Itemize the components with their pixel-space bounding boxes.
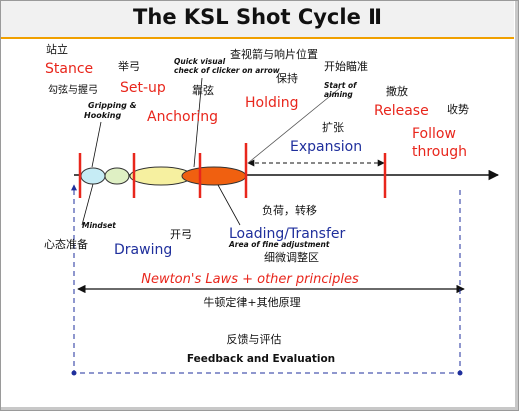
holding-label: Holding: [245, 95, 299, 111]
expansion-label: Expansion: [290, 139, 362, 155]
aiming-pointer-line: [247, 87, 341, 164]
check-cn-label: 查视箭与响片位置: [230, 47, 318, 61]
setup-cn-label: 举弓: [118, 59, 140, 73]
mindset-ellipse: [80, 167, 106, 185]
check-label-line1: Quick visual: [174, 57, 226, 66]
follow-label-line1: Follow: [412, 126, 456, 142]
grip-label-line1: Gripping &: [88, 101, 137, 110]
stance-cn-label: 站立: [46, 42, 68, 56]
expansion-cn-label: 扩张: [322, 120, 344, 134]
grip-label-line2: Hooking: [84, 111, 121, 120]
anchoring-label: Anchoring: [147, 109, 218, 125]
page-title: The KSL Shot Cycle Ⅱ: [133, 5, 382, 29]
follow-label-line2: through: [412, 144, 467, 160]
loading-cn-label: 负荷，转移: [262, 203, 317, 217]
feedback-loop-dot: [457, 370, 463, 376]
loading-pointer: [217, 184, 241, 226]
follow-cn-label: 收势: [447, 102, 469, 116]
aim-label-line2: aiming: [324, 90, 353, 99]
loading-ellipse: [181, 166, 247, 186]
aim-cn-label: 开始瞄准: [324, 59, 368, 73]
holding-cn-label: 保持: [276, 71, 298, 85]
check-label-line2: check of clicker on arrow: [174, 66, 280, 75]
setup-label: Set-up: [120, 80, 166, 96]
fine-adjustment-label: Area of fine adjustment: [228, 240, 330, 249]
release-cn-label: 撒放: [386, 84, 408, 98]
mindset-pointer: [81, 183, 94, 226]
anchoring-cn-label: 靠弦: [192, 83, 214, 97]
release-label: Release: [374, 103, 429, 119]
laws-label: Newton's Laws + other principles: [141, 272, 359, 287]
check-pointer: [193, 77, 203, 168]
feedback-label: Feedback and Evaluation: [187, 353, 335, 365]
loading-label: Loading/Transfer: [229, 226, 345, 242]
stance-label: Stance: [45, 61, 93, 77]
aim-label-line1: Start of: [324, 81, 358, 90]
setup-ellipse: [104, 167, 130, 185]
grip-pointer: [91, 121, 102, 168]
title-band: The KSL Shot Cycle Ⅱ: [1, 1, 514, 39]
feedback-loop-line: [71, 184, 461, 374]
fine-adjustment-cn-label: 细微调整区: [264, 250, 319, 264]
grip-cn-label: 勾弦与握弓: [48, 83, 98, 96]
laws-cn-label: 牛顿定律+其他原理: [203, 295, 300, 309]
feedback-loop-dot: [71, 370, 77, 376]
mindset-label: Mindset: [82, 221, 116, 230]
drawing-label: Drawing: [114, 242, 172, 258]
feedback-cn-label: 反馈与评估: [227, 333, 282, 346]
mindset-cn-label: 心态准备: [44, 237, 88, 251]
drawing-cn-label: 开弓: [170, 228, 192, 241]
